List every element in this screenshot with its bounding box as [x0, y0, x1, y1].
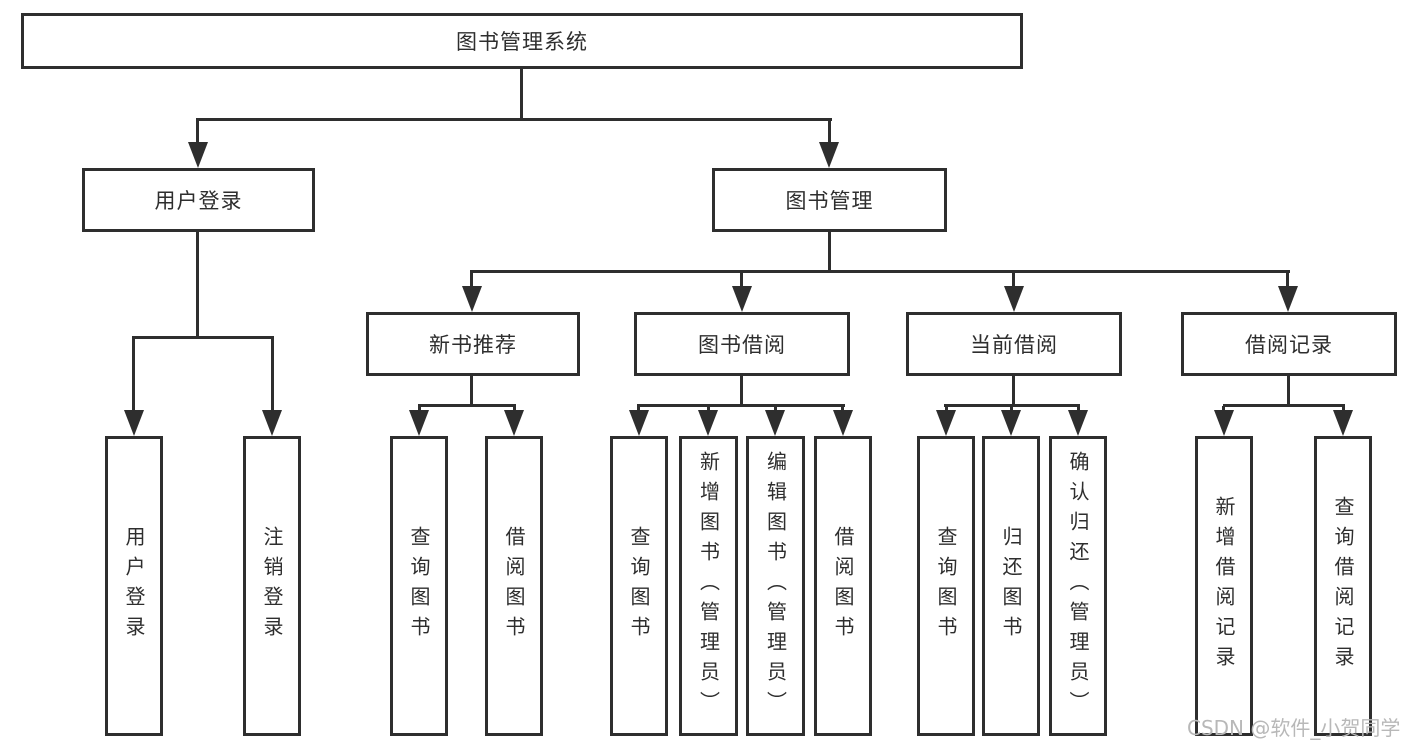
connector-shaft-leaf-user-login	[132, 338, 135, 414]
arrow-br-query	[1333, 410, 1353, 436]
leaf-borrow-add-admin: 新增图书（管理员）	[679, 436, 738, 736]
arrow-newbooks-query	[409, 410, 429, 436]
arrow-bb-edit	[765, 410, 785, 436]
leaf-logout-label: 注销登录	[260, 526, 284, 646]
leaf-user-login: 用户登录	[105, 436, 163, 736]
leaf-records-query-label: 查询借阅记录	[1331, 496, 1355, 676]
leaf-borrow-query-label: 查询图书	[627, 526, 651, 646]
leaf-current-query: 查询图书	[917, 436, 975, 736]
connector-borrow-records-stem	[1287, 376, 1290, 406]
leaf-borrow-borrow-label: 借阅图书	[831, 526, 855, 646]
connector-current-borrow-bus	[944, 404, 1080, 407]
connector-root-stem	[520, 69, 523, 120]
leaf-records-add: 新增借阅记录	[1195, 436, 1253, 736]
node-book-borrow: 图书借阅	[634, 312, 850, 376]
arrow-bb-query	[629, 410, 649, 436]
connector-level3-bus	[470, 270, 1290, 273]
leaf-logout: 注销登录	[243, 436, 301, 736]
arrow-borrow-records	[1278, 286, 1298, 312]
node-book-borrow-label: 图书借阅	[698, 333, 786, 357]
leaf-newbooks-query-label: 查询图书	[407, 526, 431, 646]
node-book-mgmt-label: 图书管理	[785, 189, 874, 213]
node-current-borrow-label: 当前借阅	[970, 333, 1058, 357]
leaf-borrow-borrow: 借阅图书	[814, 436, 872, 736]
arrow-leaf-user-login	[124, 410, 144, 436]
node-borrow-records: 借阅记录	[1181, 312, 1397, 376]
node-user-login-label: 用户登录	[154, 189, 243, 213]
connector-level2-bus	[196, 118, 832, 121]
leaf-current-query-label: 查询图书	[934, 526, 958, 646]
connector-new-books-stem	[470, 376, 473, 406]
node-borrow-records-label: 借阅记录	[1245, 333, 1333, 357]
arrow-current-borrow	[1004, 286, 1024, 312]
connector-user-login-stem	[196, 232, 199, 339]
leaf-borrow-query: 查询图书	[610, 436, 668, 736]
connector-shaft-book-borrow	[740, 272, 743, 288]
node-new-books: 新书推荐	[366, 312, 580, 376]
leaf-records-add-label: 新增借阅记录	[1212, 496, 1236, 676]
arrow-bb-borrow	[833, 410, 853, 436]
arrow-newbooks-borrow	[504, 410, 524, 436]
node-root-label: 图书管理系统	[456, 30, 588, 54]
arrow-leaf-logout	[262, 410, 282, 436]
leaf-current-confirm-admin-label: 确认归还（管理员）	[1066, 451, 1090, 721]
leaf-current-return-label: 归还图书	[999, 526, 1023, 646]
connector-shaft-leaf-logout	[271, 338, 274, 414]
leaf-records-query: 查询借阅记录	[1314, 436, 1372, 736]
node-current-borrow: 当前借阅	[906, 312, 1122, 376]
arrow-cb-query	[936, 410, 956, 436]
leaf-newbooks-borrow-label: 借阅图书	[502, 526, 526, 646]
connector-user-login-bus	[132, 336, 274, 339]
leaf-newbooks-query: 查询图书	[390, 436, 448, 736]
leaf-user-login-label: 用户登录	[122, 526, 146, 646]
arrow-book-borrow	[732, 286, 752, 312]
connector-shaft-new-books	[470, 272, 473, 288]
connector-book-borrow-stem	[740, 376, 743, 406]
connector-shaft-borrow-records	[1286, 272, 1289, 288]
connector-book-mgmt-stem	[828, 232, 831, 272]
connector-current-borrow-stem	[1012, 376, 1015, 406]
arrow-book-mgmt	[819, 142, 839, 168]
leaf-borrow-add-admin-label: 新增图书（管理员）	[696, 451, 721, 721]
csdn-watermark: CSDN @软件_小贺同学	[1187, 716, 1401, 740]
connector-borrow-records-bus	[1223, 404, 1345, 407]
leaf-current-return: 归还图书	[982, 436, 1040, 736]
connector-shaft-current-borrow	[1012, 272, 1015, 288]
node-book-mgmt: 图书管理	[712, 168, 947, 232]
connector-book-borrow-bus	[637, 404, 845, 407]
connector-new-books-bus	[418, 404, 516, 407]
connector-shaft-user-login	[196, 118, 199, 146]
leaf-newbooks-borrow: 借阅图书	[485, 436, 543, 736]
node-root: 图书管理系统	[21, 13, 1023, 69]
arrow-cb-return	[1001, 410, 1021, 436]
leaf-borrow-edit-admin: 编辑图书（管理员）	[746, 436, 805, 736]
arrow-new-books	[462, 286, 482, 312]
leaf-borrow-edit-admin-label: 编辑图书（管理员）	[763, 451, 788, 721]
arrow-cb-confirm	[1068, 410, 1088, 436]
arrow-bb-add	[698, 410, 718, 436]
arrow-br-add	[1214, 410, 1234, 436]
node-new-books-label: 新书推荐	[429, 333, 517, 357]
leaf-current-confirm-admin: 确认归还（管理员）	[1049, 436, 1107, 736]
arrow-user-login	[188, 142, 208, 168]
node-user-login: 用户登录	[82, 168, 315, 232]
connector-shaft-book-mgmt	[828, 118, 831, 146]
